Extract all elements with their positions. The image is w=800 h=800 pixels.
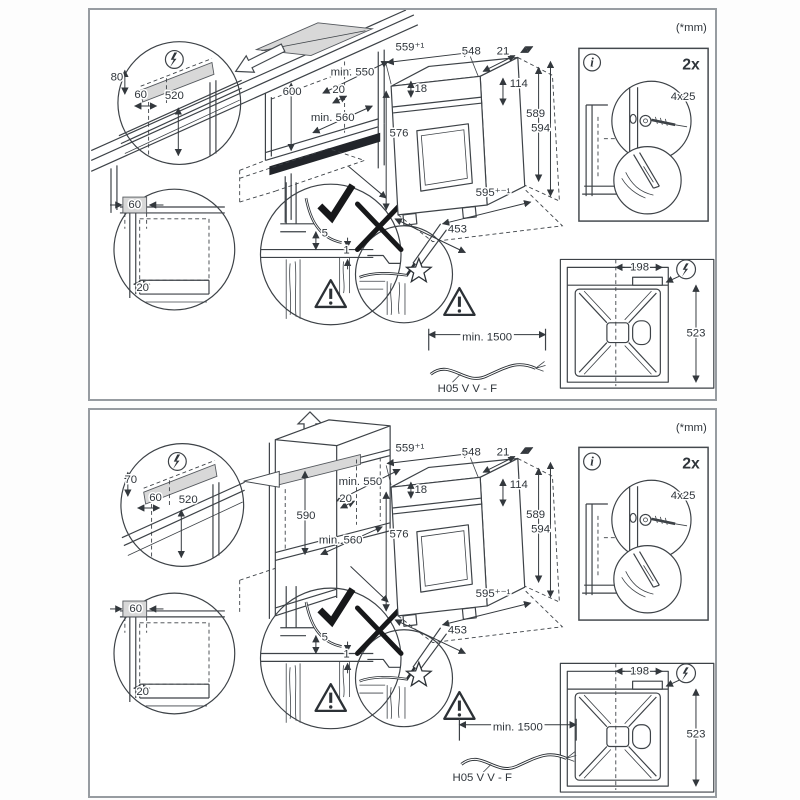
warning-triangle-icon	[314, 278, 348, 309]
dim-oven-depth: 453	[448, 625, 467, 637]
dim-line-niche-width	[312, 105, 373, 134]
dim-niche-depth-min: min. 550	[331, 66, 375, 78]
cable-type: H05 V V - F	[438, 383, 497, 395]
dim-cable-length: min. 1500	[462, 332, 512, 344]
dim-rear-gap: 20	[339, 493, 352, 505]
dim-niche-height: 600	[283, 86, 302, 98]
dim-rear-height: 523	[686, 729, 705, 741]
dim-rear-cable-offset: 198	[630, 665, 649, 677]
dim-corner-front: 20	[136, 282, 149, 294]
dim-panel-gap: 1	[343, 244, 349, 256]
screw-size: 4x25	[671, 490, 696, 502]
hob-cutout	[254, 22, 375, 56]
dim-oven-body-height: 576	[390, 529, 409, 541]
screw-quantity: 2x	[682, 56, 700, 73]
diagram-column-variant: (*mm) 590 min. 550 20 min. 560 70 60 520…	[90, 411, 715, 796]
dim-oven-top-depth: 548	[462, 447, 481, 459]
dim-oven-front-top: 114	[510, 479, 528, 491]
info-icon: i	[590, 55, 594, 69]
pointer-to-plinth-detail	[348, 166, 387, 199]
dim-plinth-gap: 5	[322, 228, 328, 240]
dim-plinth-gap: 5	[322, 632, 328, 644]
pointer-to-plinth-detail	[350, 566, 389, 603]
plinth-vent-strip	[269, 132, 381, 176]
dim-cable-length: min. 1500	[493, 722, 543, 734]
dim-corner-side: 60	[128, 199, 141, 211]
dim-oven-front-top: 114	[510, 78, 528, 90]
dim-niche-depth-min: min. 550	[339, 476, 383, 488]
dim-oven-body-height: 576	[390, 128, 409, 140]
dim-oven-width: 559⁺¹	[396, 443, 425, 455]
dim-oven-recess: 18	[414, 83, 427, 95]
dim-panel-gap: 1	[343, 648, 349, 660]
cable-type: H05 V V - F	[452, 772, 511, 784]
dim-power-height: 520	[179, 494, 198, 506]
scene-tall-column	[239, 411, 401, 619]
dim-rear-gap: 20	[332, 84, 345, 96]
dim-oven-door: 21	[497, 447, 510, 459]
dim-niche-width-min: min. 560	[319, 535, 363, 547]
dim-power-clearance: 70	[124, 474, 137, 486]
diagram-worktop-variant: (*mm) 600 min. 550 20 min. 560 80 60 520…	[90, 10, 715, 397]
dim-oven-top-depth: 548	[462, 46, 481, 58]
screw-kit-infobox	[577, 47, 710, 223]
screw-quantity: 2x	[682, 455, 700, 472]
dim-rear-cable-offset: 198	[630, 261, 649, 273]
dim-power-clearance: 80	[111, 71, 124, 83]
dim-line-niche-depth	[322, 61, 389, 94]
dim-line-niche-width	[320, 526, 383, 556]
dim-oven-recess: 18	[414, 484, 427, 496]
dim-power-offset: 60	[134, 89, 147, 101]
dim-niche-height: 590	[297, 510, 316, 522]
screw-size: 4x25	[671, 91, 696, 103]
units-note: (*mm)	[676, 422, 707, 434]
dim-corner-front: 20	[136, 686, 149, 698]
dim-rear-height: 523	[686, 328, 705, 340]
info-icon: i	[590, 454, 594, 468]
dim-oven-front-height: 594	[531, 123, 550, 135]
dim-line-rear-gap	[332, 95, 348, 104]
dim-oven-height: 589	[526, 108, 545, 120]
screw-kit-infobox	[577, 446, 710, 622]
warning-triangle-icon	[314, 682, 348, 713]
dim-oven-depth: 453	[448, 224, 467, 236]
dim-line-rear-gap	[339, 500, 356, 509]
dim-oven-front-height: 594	[531, 524, 550, 536]
dim-power-offset: 60	[149, 492, 162, 504]
panel-column-variant: (*mm) 590 min. 550 20 min. 560 70 60 520…	[88, 408, 717, 798]
oven-isometric-drawing	[386, 448, 562, 654]
dim-oven-width: 559⁺¹	[396, 42, 425, 54]
power-connection-detail-circle	[118, 42, 242, 165]
callout-arrow-to-power-detail	[234, 43, 286, 73]
dim-oven-door: 21	[497, 46, 510, 58]
units-note: (*mm)	[676, 22, 707, 34]
dim-oven-height: 589	[526, 509, 545, 521]
scene-worktop	[90, 10, 419, 223]
callout-wedge-to-power-detail	[243, 470, 280, 488]
dim-line-niche-depth	[336, 468, 401, 502]
dim-power-height: 520	[165, 90, 184, 102]
dim-corner-side: 60	[129, 603, 142, 615]
panel-worktop-variant: (*mm) 600 min. 550 20 min. 560 80 60 520…	[88, 8, 717, 401]
dim-niche-width-min: min. 560	[311, 112, 355, 124]
dim-oven-front-width: 595⁺⁻¹	[476, 588, 511, 600]
oven-isometric-drawing	[386, 47, 562, 253]
dim-oven-front-width: 595⁺⁻¹	[476, 187, 511, 199]
oven-rear-view	[560, 259, 713, 388]
